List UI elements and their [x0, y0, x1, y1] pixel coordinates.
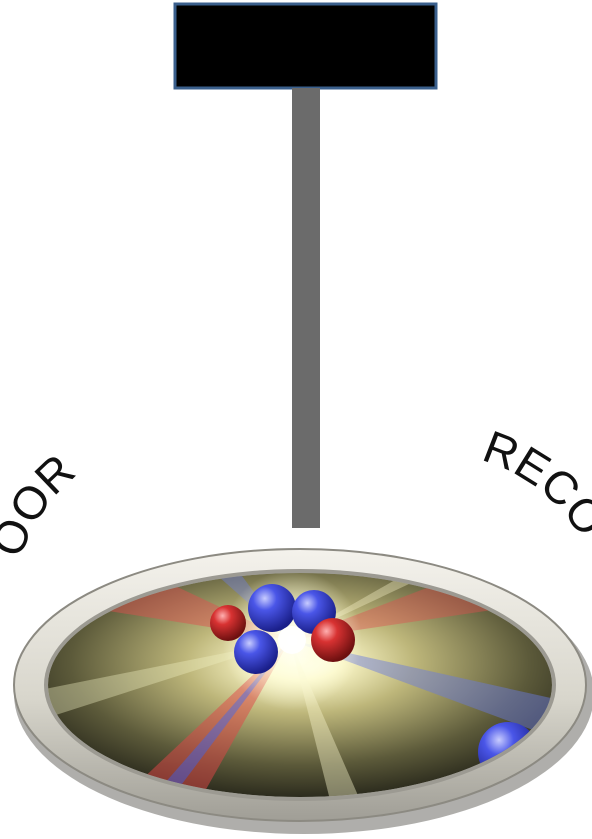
top-black-box — [175, 4, 436, 88]
right-curved-label: RECO — [477, 420, 592, 545]
connector-rod — [292, 88, 320, 528]
right-curved-label-path: RECO — [477, 420, 592, 545]
left-curved-label: OOR — [0, 444, 84, 564]
left-curved-label-path: OOR — [0, 444, 84, 564]
particle-collision-detector-icon — [14, 549, 592, 834]
